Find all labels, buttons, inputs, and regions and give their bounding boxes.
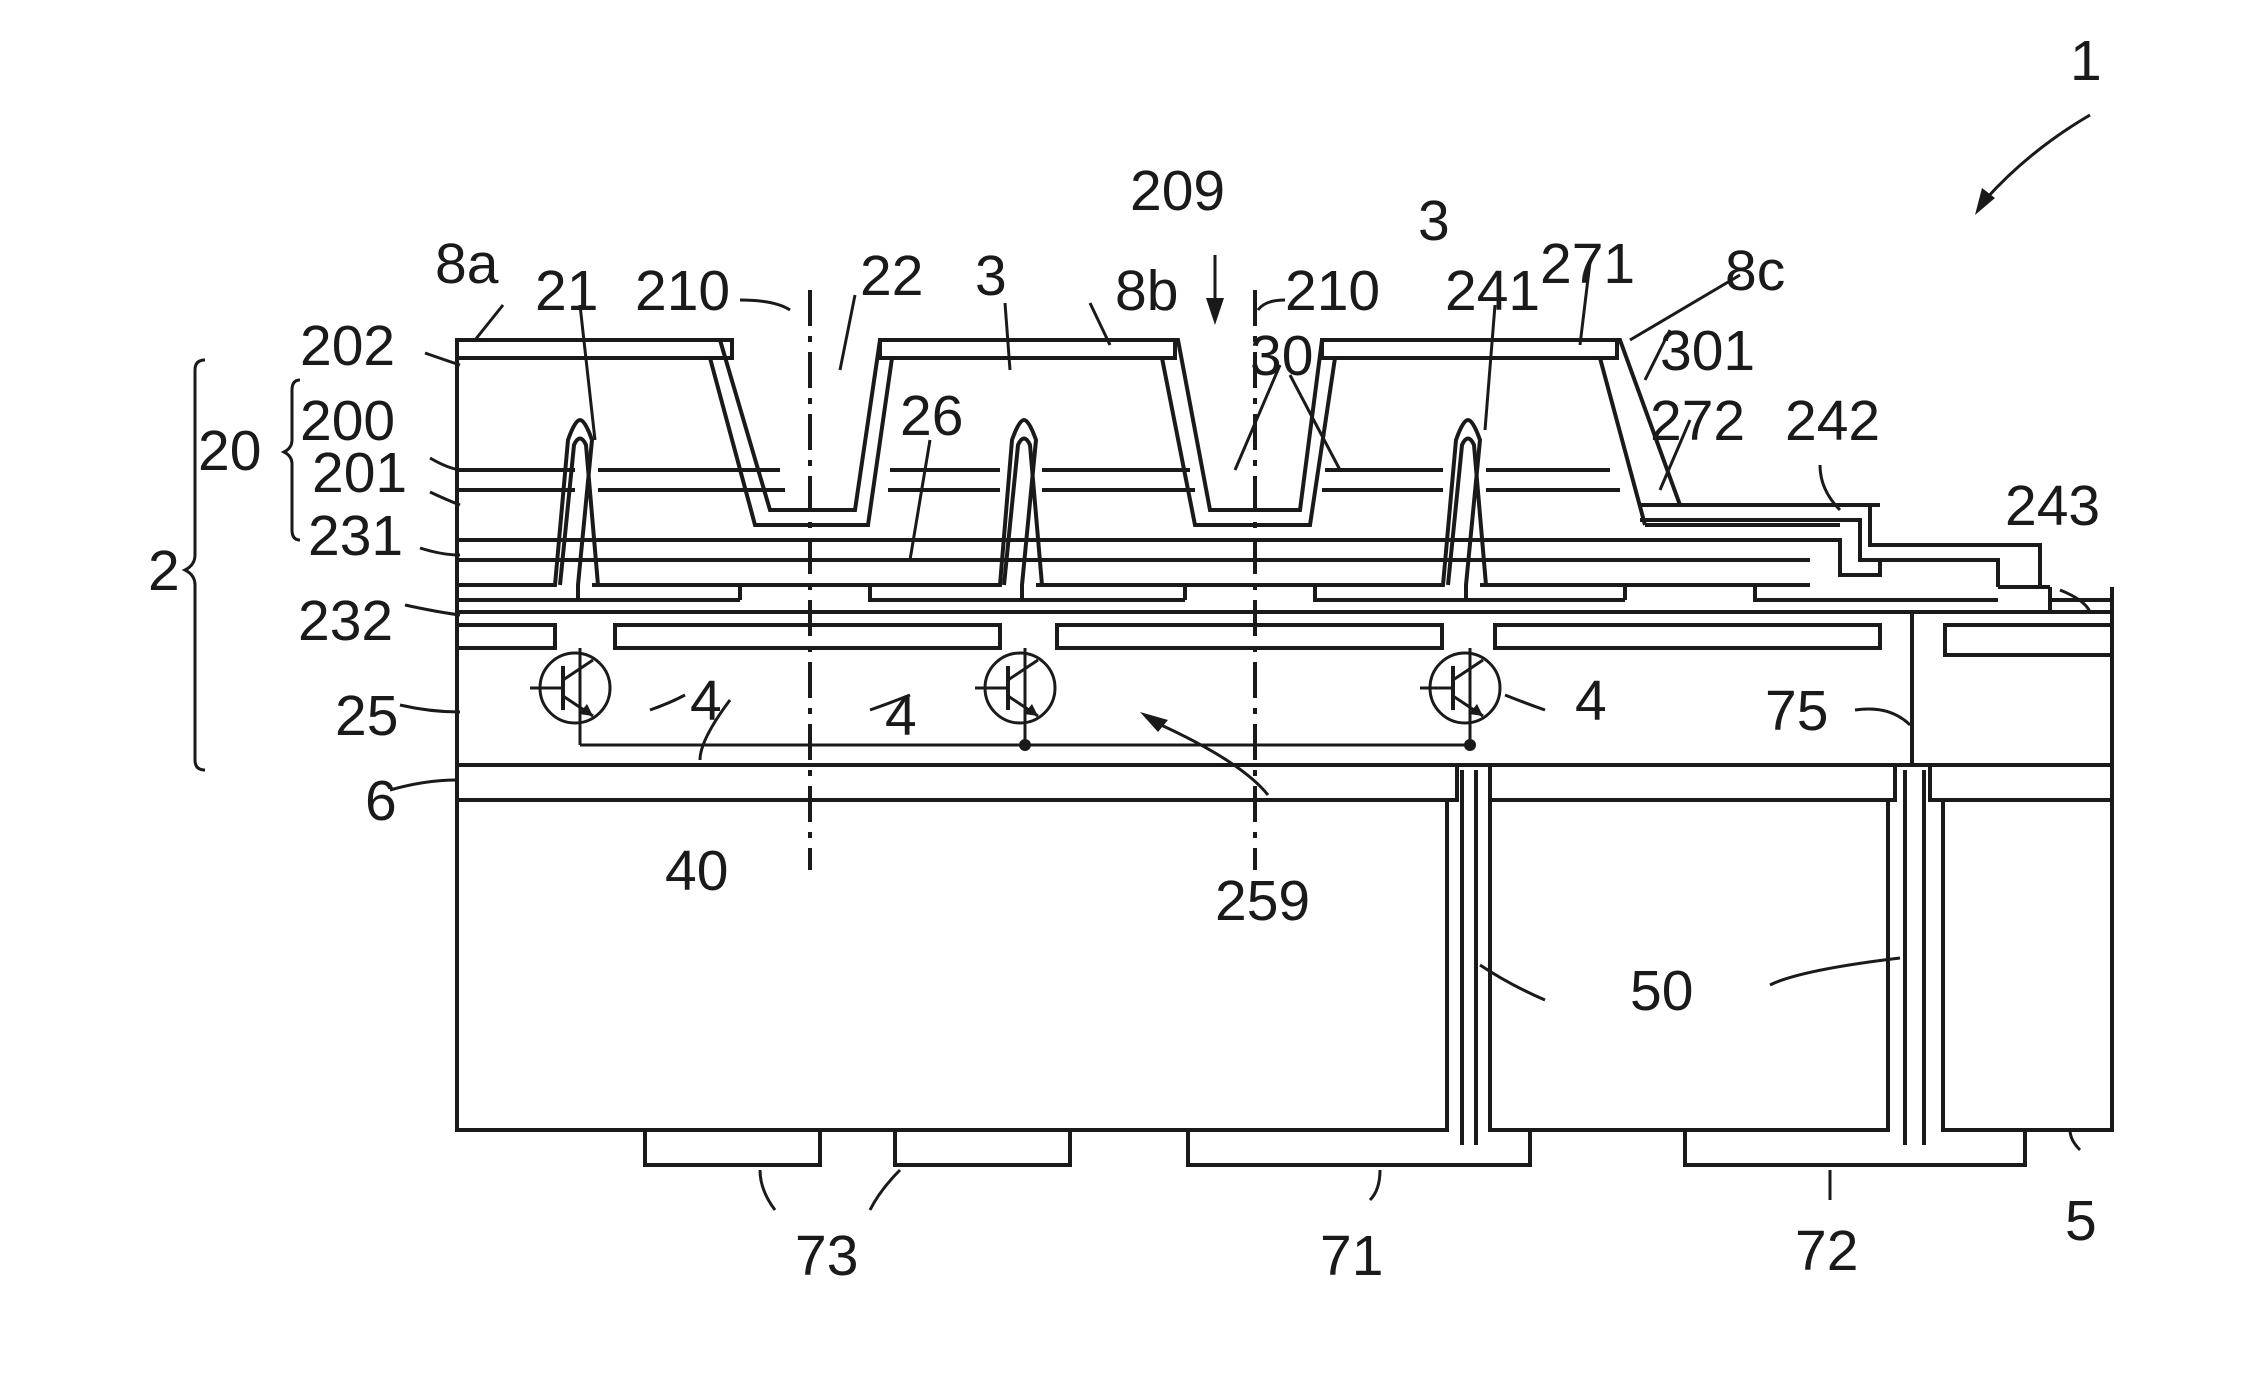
label-202: 202: [300, 314, 395, 378]
label-3: 3: [975, 244, 1007, 308]
label-241: 241: [1445, 259, 1540, 323]
transistor-symbol: [530, 653, 610, 723]
reference-labels: 1 209 3 3 8a 21 210 22 8b 210 241 271 8c…: [148, 29, 2102, 1288]
bond-layer: [457, 765, 2112, 800]
label-22: 22: [860, 244, 923, 308]
label-71: 71: [1320, 1224, 1383, 1288]
label-2: 2: [148, 539, 180, 603]
label-259: 259: [1215, 869, 1310, 933]
label-72: 72: [1795, 1219, 1858, 1283]
label-271: 271: [1540, 232, 1635, 296]
label-21: 21: [535, 259, 598, 323]
label-6: 6: [365, 769, 397, 833]
direction-arrows: [1140, 115, 2090, 795]
label-50: 50: [1630, 959, 1693, 1023]
bottom-contacts: [645, 1130, 2025, 1165]
label-232: 232: [298, 589, 393, 653]
label-25: 25: [335, 684, 398, 748]
label-243: 243: [2005, 474, 2100, 538]
label-73: 73: [795, 1224, 858, 1288]
label-8a: 8a: [435, 232, 499, 296]
label-5: 5: [2065, 1189, 2097, 1253]
label-30: 30: [1250, 324, 1313, 388]
label-210: 210: [1285, 259, 1380, 323]
label-4: 4: [1575, 669, 1607, 733]
label-4: 4: [885, 684, 917, 748]
label-231: 231: [308, 504, 403, 568]
label-272: 272: [1650, 389, 1745, 453]
label-26: 26: [900, 384, 963, 448]
label-201: 201: [312, 441, 407, 505]
mesa-tips: [457, 420, 1810, 600]
label-1: 1: [2070, 29, 2102, 93]
transistor-symbol: [975, 653, 1055, 723]
transistor-symbol: [1420, 653, 1500, 723]
label-301: 301: [1660, 319, 1755, 383]
label-4: 4: [690, 669, 722, 733]
sub-body-bracket: [284, 380, 300, 540]
label-8b: 8b: [1115, 259, 1178, 323]
label-210: 210: [635, 259, 730, 323]
label-242: 242: [1785, 389, 1880, 453]
label-20: 20: [198, 419, 261, 483]
label-40: 40: [665, 839, 728, 903]
label-75: 75: [1765, 679, 1828, 743]
inner-layers: [598, 470, 1620, 490]
label-8c: 8c: [1725, 239, 1785, 303]
electrode-steps: [1640, 505, 2040, 587]
label-209: 209: [1130, 159, 1225, 223]
carrier-body: [457, 770, 2112, 1145]
label-3: 3: [1418, 189, 1450, 253]
